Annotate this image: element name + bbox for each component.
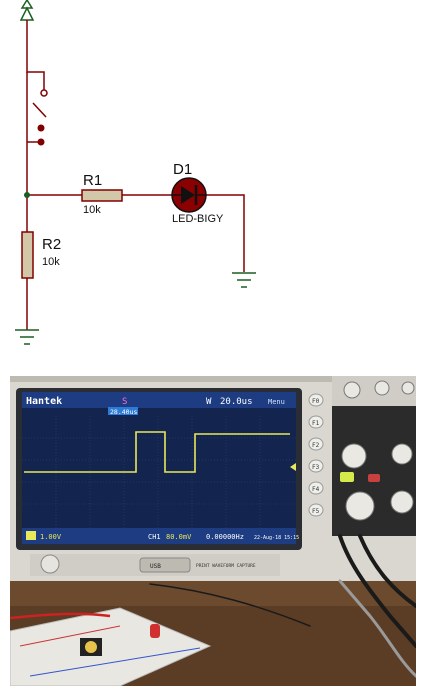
soft-key-label-f0: F0	[312, 398, 320, 405]
date-readout: 22-Aug-18 15:15	[254, 535, 299, 541]
d1-value: LED-BIGY	[172, 213, 224, 225]
ch1-offset: 1.00V	[40, 533, 62, 541]
scope-screen	[22, 392, 296, 544]
timebase-value: 20.0us	[220, 397, 253, 407]
led-on-breadboard	[150, 624, 160, 638]
circuit-schematic: R1 10k R2 10k D1 LED-BIGY	[15, 0, 256, 345]
soft-key-f3[interactable]	[308, 459, 324, 473]
frequency-readout: 0.00000Hz	[206, 533, 244, 541]
ground-symbol-r2	[15, 329, 39, 345]
math-button[interactable]	[368, 474, 380, 482]
resistor-r2: R2 10k	[21, 231, 61, 279]
oscilloscope-photo: Hantek S W 20.0us Menu 28.40us 1.00V CH1…	[10, 376, 416, 686]
usb-caption: PRINT WAVEFORM CAPTURE	[196, 563, 256, 569]
soft-keys: F0 F1 F2 F3 F4 F5	[308, 393, 324, 517]
brand-label: Hantek	[26, 396, 62, 407]
usb-label: USB	[150, 563, 161, 570]
r2-name: R2	[42, 236, 61, 253]
r1-name: R1	[83, 172, 102, 189]
resistor-r1: R1 10k	[81, 172, 123, 216]
oscilloscope-scene: Hantek S W 20.0us Menu 28.40us 1.00V CH1…	[10, 376, 416, 686]
timebase-tag: W	[206, 397, 212, 407]
probe-cables	[149, 534, 416, 678]
usb-port	[139, 557, 191, 573]
ch1-status: CH1	[148, 533, 161, 541]
wires	[26, 20, 245, 330]
r2-value: 10k	[42, 256, 60, 268]
knob-top-2[interactable]	[374, 380, 390, 396]
knob-horizontal-position[interactable]	[391, 443, 413, 465]
knob-volts-div[interactable]	[345, 491, 375, 521]
soft-key-label-f5: F5	[312, 508, 320, 515]
power-supply-symbol	[19, 0, 35, 21]
power-button[interactable]	[40, 554, 60, 574]
knob-vertical-position[interactable]	[341, 443, 367, 469]
knob-top-1[interactable]	[343, 381, 361, 399]
soft-key-f1[interactable]	[308, 415, 324, 429]
trigger-marker: S	[122, 397, 127, 407]
breadboard	[10, 607, 212, 686]
soft-key-label-f4: F4	[312, 486, 320, 493]
junction-dot	[24, 192, 30, 198]
ch1-level: 80.0mV	[166, 533, 192, 541]
r1-value: 10k	[83, 204, 101, 216]
soft-key-f2[interactable]	[308, 437, 324, 451]
knob-time-div[interactable]	[390, 490, 414, 514]
soft-key-f4[interactable]	[308, 481, 324, 495]
trigger-label: 28.40us	[110, 408, 137, 416]
d1-name: D1	[173, 161, 192, 178]
led-d1: D1 LED-BIGY	[171, 161, 224, 225]
push-button-switch	[32, 89, 48, 146]
soft-key-label-f2: F2	[312, 442, 320, 449]
control-panel	[332, 406, 416, 536]
menu-label: Menu	[268, 398, 285, 406]
ground-symbol-led	[232, 272, 256, 288]
soft-key-label-f1: F1	[312, 420, 320, 427]
soft-key-f0[interactable]	[308, 393, 324, 407]
ch1-button[interactable]	[340, 472, 354, 482]
soft-key-label-f3: F3	[312, 464, 320, 471]
soft-key-f5[interactable]	[308, 503, 324, 517]
knob-top-3[interactable]	[401, 381, 415, 395]
ch1-waveform	[24, 431, 290, 473]
